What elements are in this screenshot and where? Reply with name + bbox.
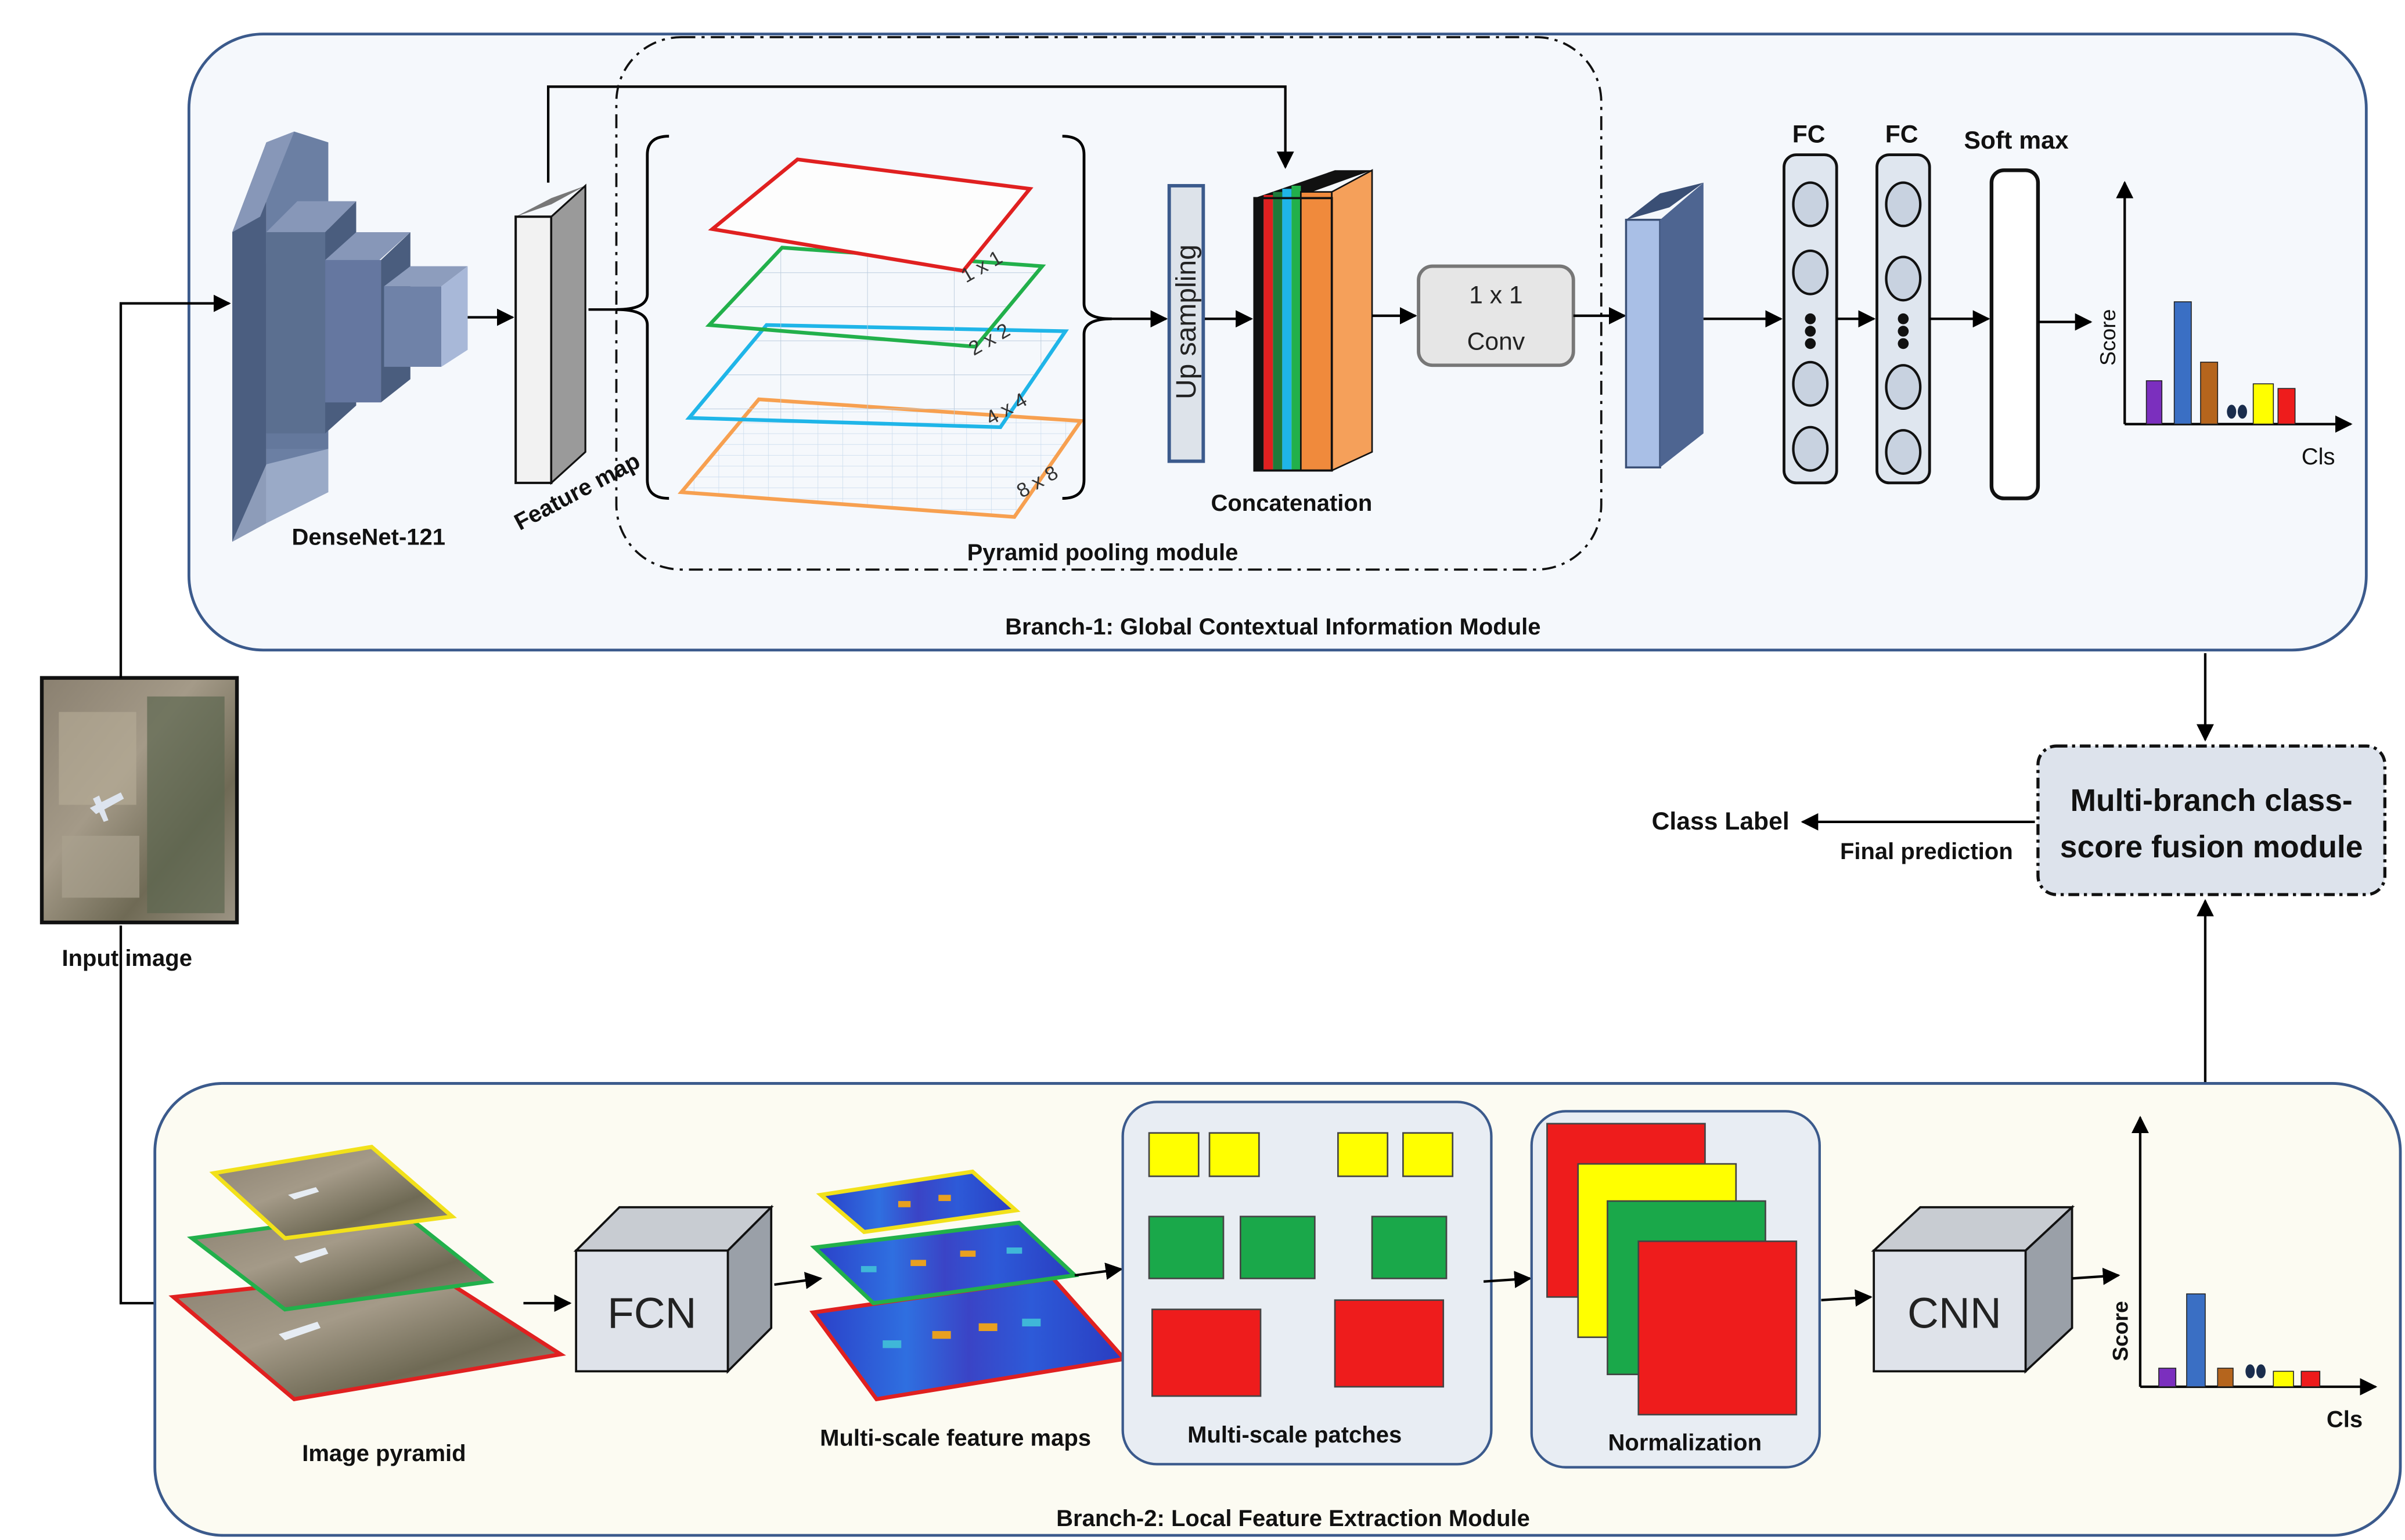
fusion-line2: score fusion module <box>2060 830 2363 864</box>
fcn-cube: FCN <box>573 1204 774 1374</box>
patch-green-3 <box>1371 1216 1448 1279</box>
arrow-patches-to-normalization <box>1483 1271 1532 1289</box>
cnn-cube: CNN <box>1871 1204 2075 1374</box>
arrow-input-to-branch1 <box>119 294 231 678</box>
score-chart-branch2: Score Cls <box>2108 1116 2378 1432</box>
densenet-block: DenseNet-121 <box>232 131 468 550</box>
chart2-bar-blue <box>2186 1293 2206 1387</box>
score-chart-branch1: Score Cls <box>2096 181 2353 470</box>
patch-red-2 <box>1334 1299 1445 1388</box>
branch1-panel: Branch-1: Global Contextual Information … <box>187 33 2368 652</box>
concatenation-label: Concatenation <box>1211 491 1372 516</box>
fc1-layer: FC <box>1783 120 1838 485</box>
patch-yellow-2 <box>1208 1132 1260 1177</box>
image-pyramid-label: Image pyramid <box>302 1441 466 1466</box>
branch2-title: Branch-2: Local Feature Extraction Modul… <box>1056 1506 1530 1531</box>
chart2-bar-yellow <box>2273 1371 2294 1387</box>
input-image: Input image <box>39 676 239 971</box>
chart2-bar-brown <box>2217 1368 2234 1387</box>
conv-line2: Conv <box>1467 328 1525 356</box>
fc2-layer: FC <box>1875 120 1931 485</box>
image-pyramid: Image pyramid <box>168 1145 566 1466</box>
densenet-label: DenseNet-121 <box>291 525 445 550</box>
chart2-bar-red <box>2300 1371 2321 1387</box>
conv-line1: 1 x 1 <box>1469 282 1522 309</box>
arrow-featuremaps-to-patches <box>1074 1263 1123 1280</box>
normalization-label: Normalization <box>1608 1430 1762 1455</box>
chart2-bar-purple <box>2158 1368 2177 1387</box>
input-image-label: Input image <box>62 946 192 971</box>
patch-yellow-4 <box>1402 1132 1454 1177</box>
cnn-label: CNN <box>1907 1289 2001 1337</box>
patch-yellow-1 <box>1148 1132 1200 1177</box>
chart1-x-label: Cls <box>2302 444 2335 470</box>
chart1-bar-brown <box>2200 362 2219 425</box>
arrow-cnn-to-chart <box>2072 1267 2120 1285</box>
concatenation-stack: Concatenation <box>1211 169 1373 516</box>
chart1-y-label: Score <box>2096 309 2120 366</box>
patch-red-1 <box>1151 1308 1262 1397</box>
featuremap-medium <box>810 1220 1079 1305</box>
patch-yellow-3 <box>1337 1132 1389 1177</box>
pyramid-level-small <box>209 1145 457 1240</box>
patch-green-2 <box>1240 1216 1316 1279</box>
branch2-panel: Branch-2: Local Feature Extraction Modul… <box>153 1082 2402 1537</box>
chart1-bar-yellow <box>2252 383 2274 425</box>
fcn-label: FCN <box>607 1289 696 1337</box>
branch1-title: Branch-1: Global Contextual Information … <box>1005 614 1540 640</box>
pyramid-grids: 1 x 1 2 x 2 4 x 4 8 x 8 <box>678 157 1085 519</box>
upsampling-label: Up sampling <box>1171 244 1202 399</box>
upsampling-bar <box>1167 184 1205 463</box>
feature-maps-label: Multi-scale feature maps <box>820 1425 1091 1451</box>
chart2-y-label: Score <box>2108 1301 2133 1361</box>
fusion-line1: Multi-branch class- <box>2071 784 2353 818</box>
featuremap-small <box>816 1169 1021 1235</box>
softmax-label: Soft max <box>1964 127 2068 154</box>
skip-connection-arrow <box>547 85 1294 183</box>
pyramid-pooling-container <box>615 36 1603 571</box>
fc1-label: FC <box>1792 120 1826 148</box>
multi-scale-feature-maps: Multi-scale feature maps <box>809 1169 1129 1451</box>
arrow-fcn-to-featuremaps <box>774 1272 823 1289</box>
fusion-module: Multi-branch class- score fusion module <box>2036 744 2386 896</box>
fc2-label: FC <box>1885 120 1918 148</box>
normalization-block: Normalization <box>1530 1110 1821 1469</box>
final-prediction-label: Final prediction <box>1840 839 2013 864</box>
arrow-normalization-to-cnn <box>1821 1289 1873 1307</box>
conv-1x1-box: 1 x 1 Conv <box>1417 264 1575 367</box>
multi-scale-patches: Multi-scale patches <box>1121 1101 1493 1466</box>
airplane-icon <box>89 792 124 822</box>
chart1-bar-blue <box>2173 301 2192 425</box>
pooled-feature-slab <box>1625 182 1704 468</box>
chart1-bar-purple <box>2145 380 2163 425</box>
grid-1x1 <box>708 157 1034 273</box>
class-label: Class Label <box>1652 807 1790 835</box>
patches-label: Multi-scale patches <box>1187 1422 1402 1448</box>
patch-green-1 <box>1148 1216 1225 1279</box>
pyramid-pooling-label: Pyramid pooling module <box>967 540 1238 565</box>
chart2-x-label: Cls <box>2327 1406 2363 1432</box>
chart1-bar-red <box>2277 388 2296 425</box>
softmax-layer: Soft max <box>1964 127 2069 500</box>
